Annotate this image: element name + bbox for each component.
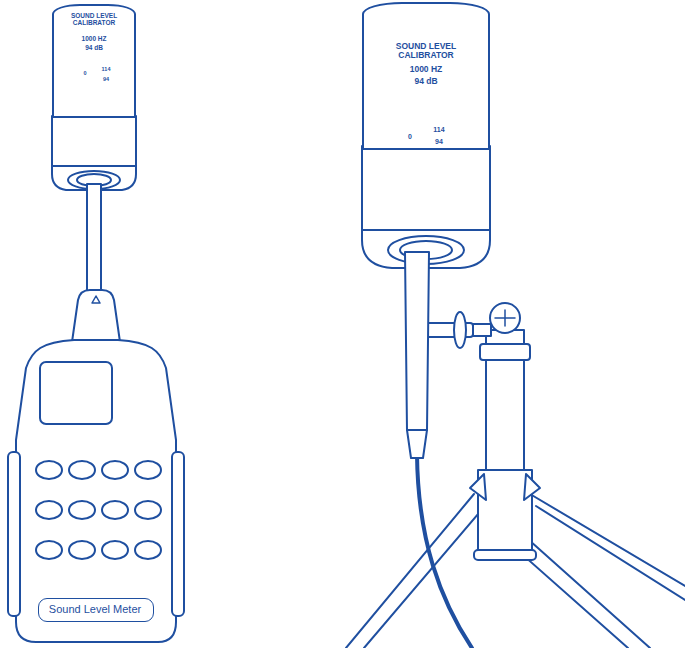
button xyxy=(69,461,95,479)
microphone xyxy=(405,252,472,648)
button xyxy=(102,501,128,519)
sound-level-meter xyxy=(8,290,184,642)
switch-label: 114 xyxy=(428,126,450,134)
calibrator-body: SOUND LEVEL CALIBRATOR 1000 HZ 94 dB 0 114 94 xyxy=(52,4,136,118)
frequency-label: 1000 HZ xyxy=(66,35,122,42)
tripod xyxy=(346,303,685,648)
button xyxy=(135,501,161,519)
calibrator-body: SOUND LEVEL CALIBRATOR 1000 HZ 94 dB 0 114 94 xyxy=(362,2,490,150)
button xyxy=(36,501,62,519)
button xyxy=(135,541,161,559)
button xyxy=(102,461,128,479)
left-calibrator xyxy=(52,116,136,294)
calibrator-label: SOUND LEVEL CALIBRATOR xyxy=(66,12,122,26)
switch-label: 94 xyxy=(98,76,114,82)
button xyxy=(36,461,62,479)
switch-label: 114 xyxy=(98,66,114,72)
device-label: Sound Level Meter xyxy=(39,603,151,615)
button xyxy=(135,461,161,479)
frequency-label: 1000 HZ xyxy=(383,65,469,74)
calibrator-label: SOUND LEVEL CALIBRATOR xyxy=(383,42,469,61)
level-label: 94 dB xyxy=(383,77,469,86)
button xyxy=(69,541,95,559)
button xyxy=(69,501,95,519)
switch-label: 0 xyxy=(404,133,416,141)
switch-label: 94 xyxy=(428,138,450,146)
button xyxy=(36,541,62,559)
right-calibrator xyxy=(362,146,490,268)
button xyxy=(102,541,128,559)
switch-label: 0 xyxy=(80,70,90,76)
level-label: 94 dB xyxy=(66,44,122,51)
label-plate: Sound Level Meter xyxy=(38,598,154,622)
